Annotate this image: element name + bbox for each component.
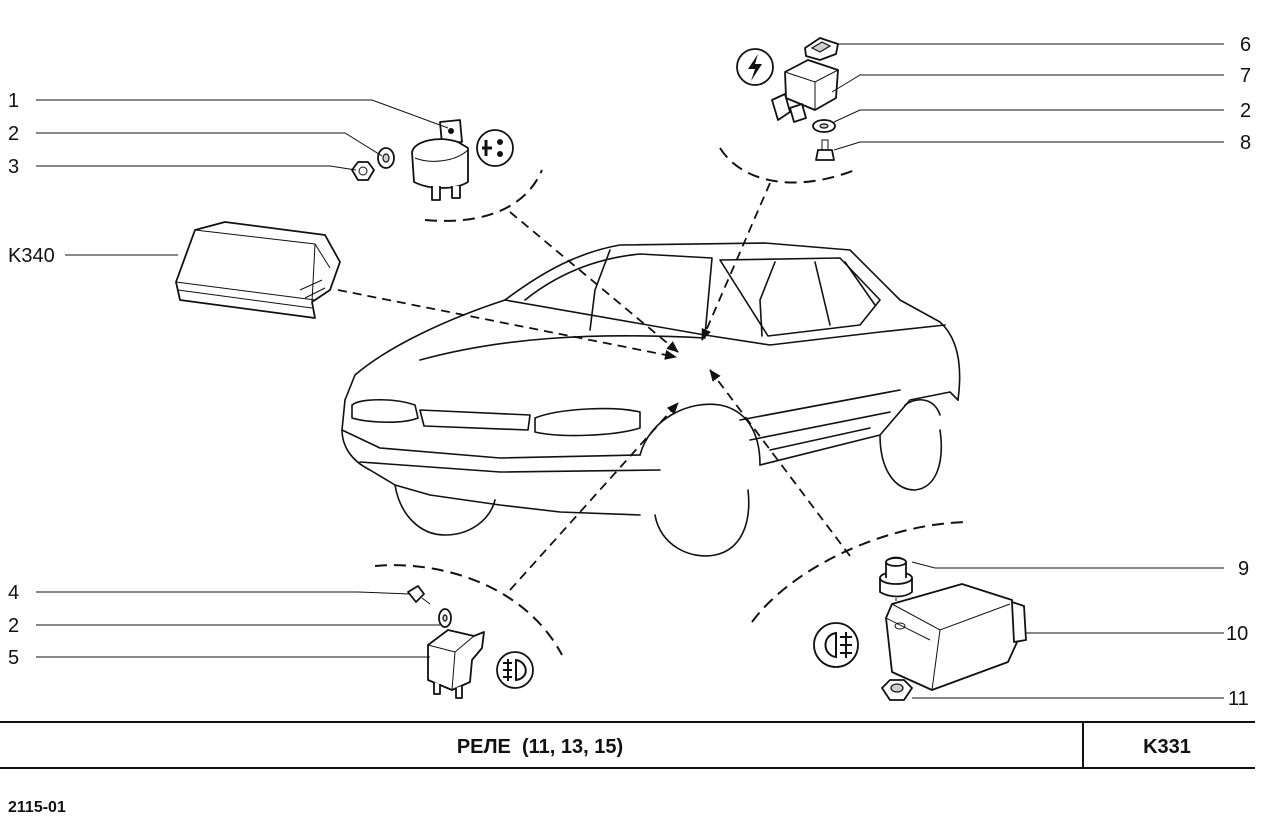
relay-group-top-right: [736, 37, 839, 161]
callout-arc-top-right: [719, 147, 856, 184]
ignition-relay-icon: [476, 129, 514, 167]
pointer-arrow-top-right: [701, 182, 771, 341]
front-fog-lamp-icon: [496, 651, 534, 689]
relay-group-bottom-left: [407, 585, 534, 699]
nut: [351, 161, 375, 181]
callout-label-2: 2: [1240, 100, 1251, 122]
pointer-arrow-k340: [337, 289, 677, 360]
screw: [815, 149, 835, 161]
model-number: 2115-01: [8, 799, 66, 816]
callout-label-1: 1: [8, 90, 19, 112]
callout-arc-bottom-right: [751, 521, 966, 623]
callout-label-7: 7: [1240, 65, 1251, 87]
relay-top-right: [784, 59, 839, 111]
callout-label-10: 10: [1226, 623, 1248, 645]
pointer-arrow-bottom-left: [509, 402, 679, 591]
horn-relay-icon: [736, 48, 774, 86]
callout-arc-bottom-left: [374, 564, 563, 656]
car-illustration: [341, 242, 961, 557]
control-relay-bottom-right: [885, 583, 1019, 691]
relay-group-bottom-right: [813, 556, 1027, 701]
relay-top-left: [411, 138, 469, 189]
control-unit-k340: [175, 221, 341, 319]
callout-label-2: 2: [8, 123, 19, 145]
callout-label-5: 5: [8, 647, 19, 669]
callout-label-9: 9: [1238, 558, 1249, 580]
relay-group-top-left: [351, 119, 514, 201]
screw: [407, 585, 425, 603]
callout-label-3: 3: [8, 156, 19, 178]
callout-label-8: 8: [1240, 132, 1251, 154]
callout-label-6: 6: [1240, 34, 1251, 56]
callout-label-2: 2: [8, 615, 19, 637]
callout-label-11: 11: [1228, 688, 1249, 710]
rear-fog-lamp-icon: [813, 622, 859, 668]
page-code: K331: [1143, 736, 1191, 758]
pointer-arrow-bottom-right: [709, 369, 851, 557]
title-block: РЕЛЕ (11, 13, 15) K331: [0, 721, 1255, 769]
callout-label-4: 4: [8, 582, 19, 604]
pointer-arrow-top-left: [509, 211, 679, 353]
callout-arc-top-left: [424, 169, 543, 222]
relay-bottom-left: [427, 629, 485, 691]
leader-lines: [36, 43, 1224, 699]
callout-label-k340: K340: [8, 245, 55, 267]
page-title: РЕЛЕ (11, 13, 15): [457, 736, 623, 758]
